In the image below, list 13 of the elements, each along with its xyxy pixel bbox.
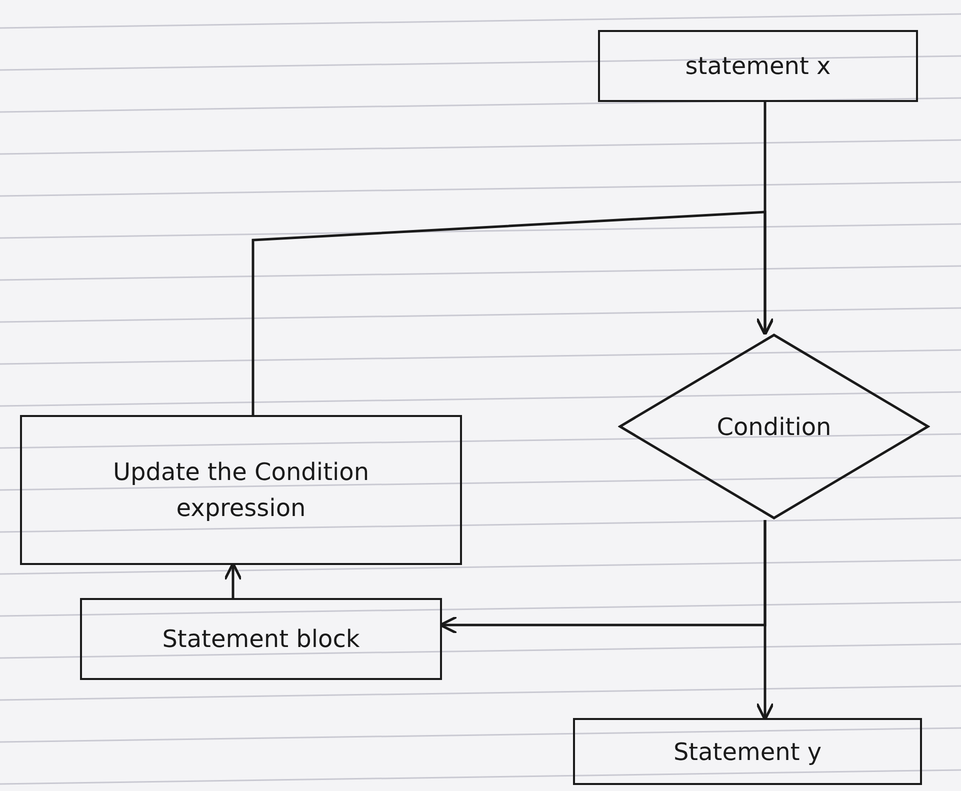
process-box — [80, 598, 442, 680]
process-box — [598, 30, 918, 102]
node-label: Condition — [716, 412, 832, 442]
arrow — [439, 520, 766, 634]
process-box — [573, 718, 922, 785]
node-label: Statement block — [162, 624, 360, 655]
node-label: statement x — [685, 51, 831, 82]
process-box — [20, 415, 462, 565]
arrow — [252, 210, 774, 415]
decision-diamond — [618, 333, 930, 520]
node-label: Update the Condition expression — [112, 457, 370, 524]
arrow — [224, 562, 242, 598]
node-label: Statement y — [673, 736, 822, 768]
